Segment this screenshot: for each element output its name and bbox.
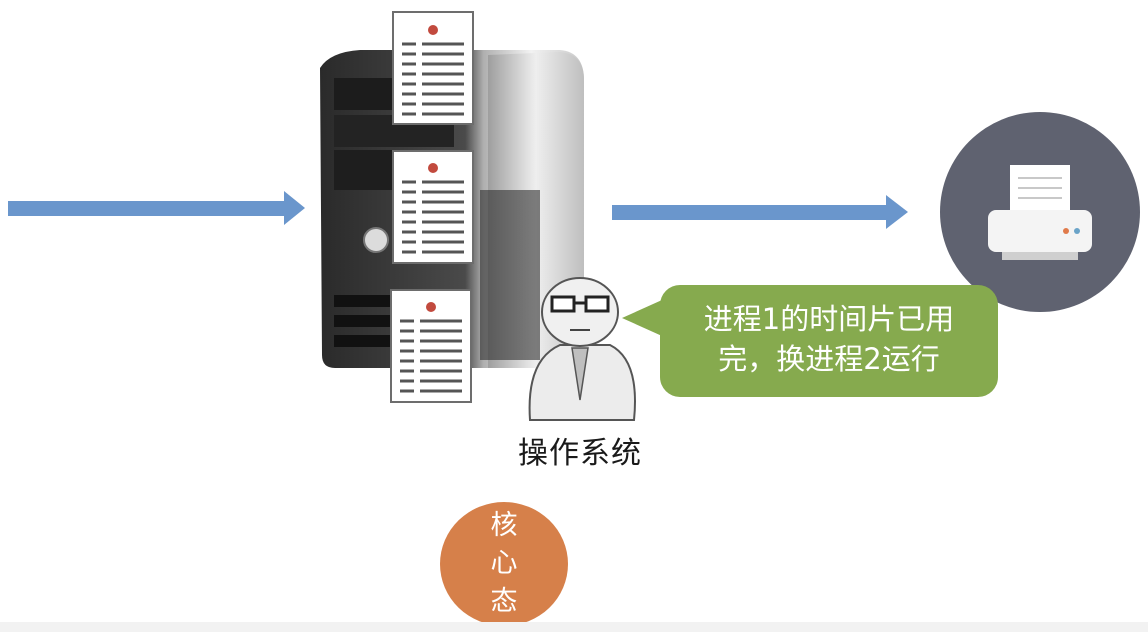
operating-system-label: 操作系统 [518,436,642,471]
kernel-mode-char-2: 心 [490,548,518,579]
printer-icon [940,112,1140,312]
kernel-mode-char-3: 态 [490,586,518,617]
speech-bubble-tail [622,300,662,336]
kernel-mode-char-1: 核 [490,510,518,541]
cartoon-person-with-glasses-icon [528,277,636,421]
speech-bubble-line2: 完，换进程2运行 [718,342,940,376]
speech-bubble-line1: 进程1的时间片已用 [703,302,955,336]
kernel-mode-circle: 核 心 态 [440,502,568,626]
document-icon [392,11,474,125]
document-icon [392,150,474,264]
input-arrow [8,191,305,225]
document-icon [390,289,472,403]
output-arrow [612,195,908,229]
speech-bubble: 进程1的时间片已用 完，换进程2运行 [660,285,998,397]
bottom-strip [0,622,1148,632]
